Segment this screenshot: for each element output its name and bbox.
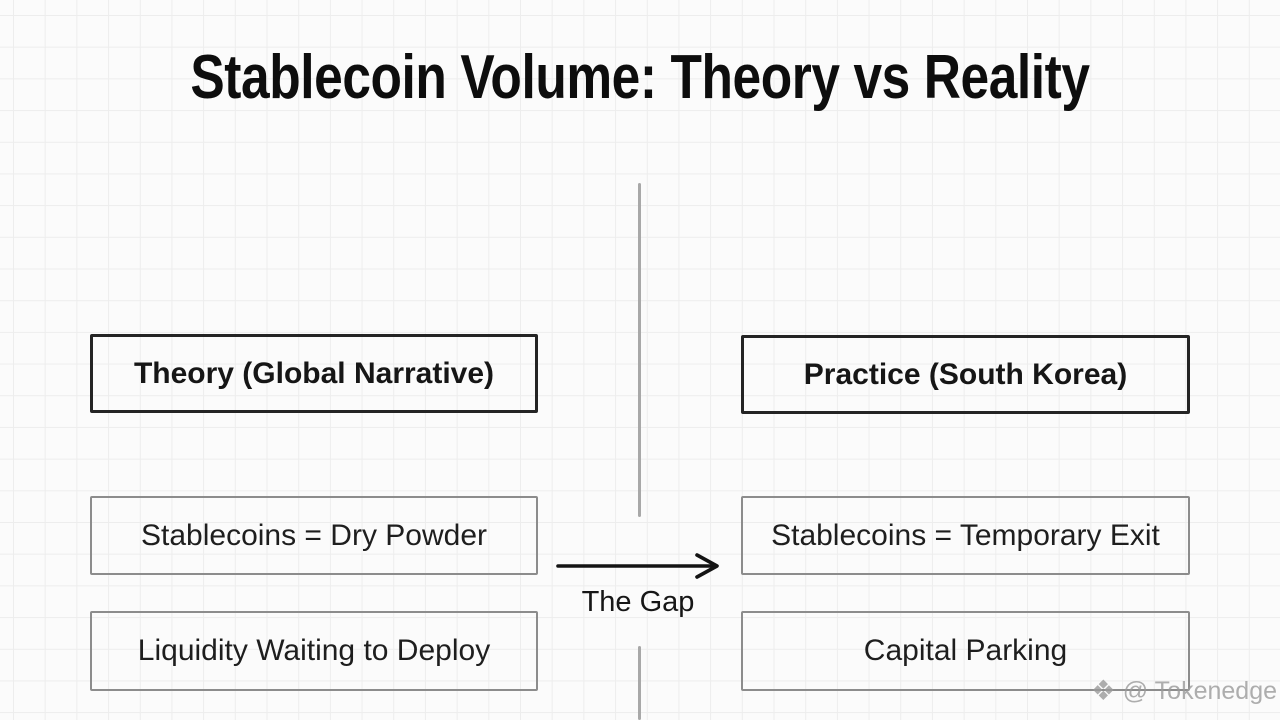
theory-item-liquidity-label: Liquidity Waiting to Deploy xyxy=(137,634,491,667)
tokenedge-logo-icon: ❖ xyxy=(1090,675,1116,706)
practice-column-header-label: Practice (South Korea) xyxy=(803,357,1128,391)
practice-item-temporary-exit-box: Stablecoins = Temporary Exit xyxy=(741,496,1190,575)
theory-item-dry-powder-box: Stablecoins = Dry Powder xyxy=(90,496,538,575)
gap-label: The Gap xyxy=(581,586,695,618)
watermark-text: @ Tokenedge xyxy=(1122,677,1277,705)
center-divider-line-top xyxy=(638,183,641,517)
theory-item-dry-powder-label: Stablecoins = Dry Powder xyxy=(141,518,487,552)
theory-column-header-box: Theory (Global Narrative) xyxy=(90,334,538,413)
practice-item-temporary-exit-label: Stablecoins = Temporary Exit xyxy=(771,518,1160,552)
page-title: Stablecoin Volume: Theory vs Reality xyxy=(190,43,1090,112)
practice-item-capital-parking-box: Capital Parking xyxy=(741,611,1190,691)
gap-right-arrow-icon xyxy=(556,553,719,579)
theory-column-header-label: Theory (Global Narrative) xyxy=(133,356,495,390)
watermark: ❖ @ Tokenedge xyxy=(1091,676,1277,706)
practice-item-capital-parking-label: Capital Parking xyxy=(863,634,1068,667)
center-divider-line-bottom xyxy=(638,646,641,720)
practice-column-header-box: Practice (South Korea) xyxy=(741,335,1190,414)
theory-item-liquidity-box: Liquidity Waiting to Deploy xyxy=(90,611,538,691)
